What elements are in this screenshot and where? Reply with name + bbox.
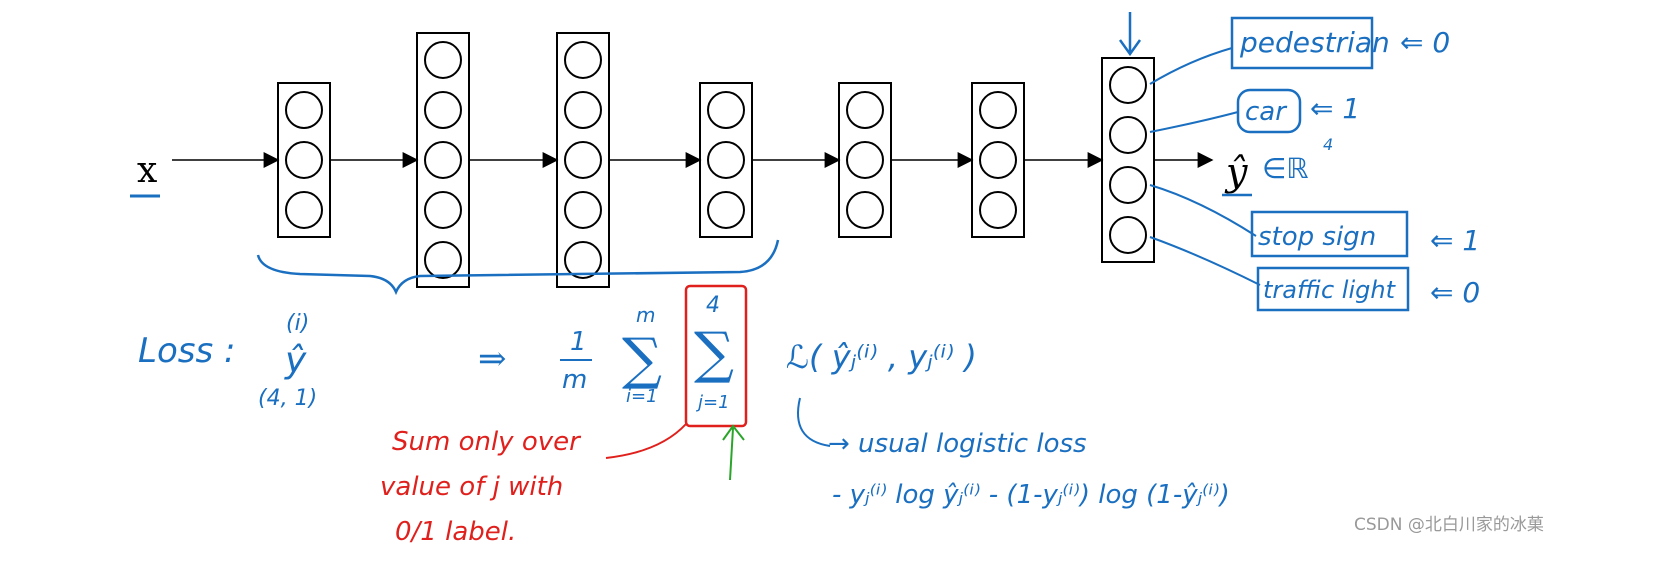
logistic-loss-formula: - yⱼ⁽ⁱ⁾ log ŷⱼ⁽ⁱ⁾ - (1-yⱼ⁽ⁱ⁾) log (1-ŷⱼ⁽… xyxy=(832,480,1230,510)
loss-frac-num: 1 xyxy=(570,327,587,357)
sum-outer-top: m xyxy=(636,303,655,327)
usual-logistic-loss: → usual logistic loss xyxy=(828,429,1087,459)
annotation-line1: Sum only over xyxy=(392,427,582,457)
neuron xyxy=(424,141,462,179)
class-value-pedestrian: ⇐ 0 xyxy=(1400,26,1450,59)
neuron xyxy=(564,91,602,129)
sum-outer-sigma: ∑ xyxy=(622,327,662,392)
input-label: x xyxy=(137,150,157,191)
usual-hook xyxy=(797,397,831,447)
neuron xyxy=(424,41,462,79)
connector-pedestrian xyxy=(1149,47,1233,85)
sum-inner-sigma: ∑ xyxy=(694,321,734,386)
neuron xyxy=(285,191,323,229)
neuron xyxy=(285,141,323,179)
sum-inner-top: 4 xyxy=(706,293,720,318)
output-classes: pedestrian ⇐ 0 car ⇐ 1 stop sign ⇐ 1 tra… xyxy=(1149,16,1480,312)
sum-inner-bottom: j=1 xyxy=(695,392,730,413)
connector-car xyxy=(1149,111,1239,133)
class-label-stop-sign: stop sign xyxy=(1258,222,1376,252)
output-label: ŷ xyxy=(1224,150,1248,194)
neuron xyxy=(979,91,1017,129)
loss-title: Loss : xyxy=(138,331,235,371)
output-space: ∈ℝ xyxy=(1262,152,1309,185)
class-box-traffic-light xyxy=(1256,266,1410,312)
loss-expression: ℒ( ŷⱼ⁽ⁱ⁾ , yⱼ⁽ⁱ⁾ ) xyxy=(786,338,977,376)
class-box-car xyxy=(1236,88,1302,134)
loss-shape: (4, 1) xyxy=(258,386,317,411)
class-label-pedestrian: pedestrian xyxy=(1239,26,1390,59)
neuron xyxy=(979,191,1017,229)
class-label-car: car xyxy=(1245,97,1288,127)
neuron xyxy=(1109,166,1147,204)
inner-sum-highlight xyxy=(684,284,748,428)
neuron xyxy=(424,91,462,129)
neuron xyxy=(564,141,602,179)
loss-arrow: ⇒ xyxy=(478,339,507,379)
neuron xyxy=(846,91,884,129)
class-value-car: ⇐ 1 xyxy=(1310,92,1360,125)
output-space-dim: 4 xyxy=(1323,135,1333,154)
neuron xyxy=(846,191,884,229)
neuron xyxy=(707,191,745,229)
hidden-layers-brace xyxy=(256,239,780,296)
neuron xyxy=(564,41,602,79)
down-arrow-icon xyxy=(1118,12,1142,57)
connector-traffic-light xyxy=(1149,236,1261,286)
neuron xyxy=(846,141,884,179)
neuron xyxy=(707,91,745,129)
class-value-stop-sign: ⇐ 1 xyxy=(1430,224,1480,257)
class-value-traffic-light: ⇐ 0 xyxy=(1430,276,1480,309)
green-arrow-icon xyxy=(722,424,745,481)
class-label-traffic-light: traffic light xyxy=(1263,276,1397,304)
watermark: CSDN @北白川家的冰菓 xyxy=(1354,515,1544,535)
sum-outer-bottom: i=1 xyxy=(626,386,658,407)
neuron xyxy=(564,241,602,279)
neuron xyxy=(979,141,1017,179)
annotation-connector xyxy=(605,423,687,459)
loss-yhat: ŷ xyxy=(284,340,307,381)
neuron xyxy=(424,241,462,279)
connector-stop-sign xyxy=(1149,184,1257,237)
annotation-line2: value of j with xyxy=(380,472,563,502)
neuron xyxy=(424,191,462,229)
neuron xyxy=(564,191,602,229)
neuron xyxy=(1109,116,1147,154)
neuron xyxy=(1109,216,1147,254)
loss-frac-den: m xyxy=(562,365,587,395)
loss-yhat-sup: (i) xyxy=(286,311,309,336)
neuron xyxy=(1109,66,1147,104)
neuron xyxy=(285,91,323,129)
class-box-pedestrian xyxy=(1230,16,1374,70)
annotation-line3: 0/1 label. xyxy=(395,517,516,547)
neuron xyxy=(707,141,745,179)
